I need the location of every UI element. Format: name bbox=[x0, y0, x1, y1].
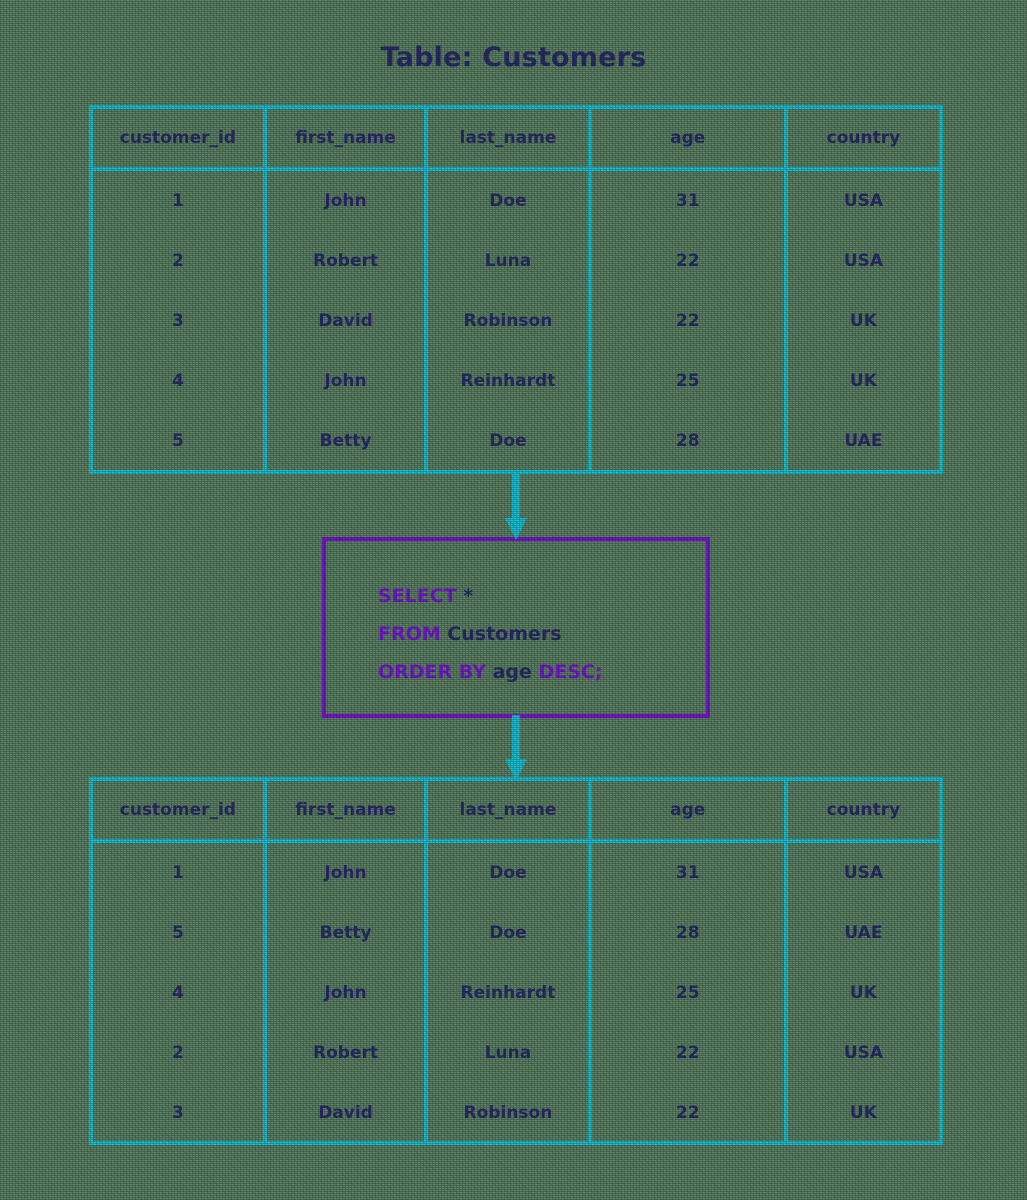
column-header-customer-id: customer_id bbox=[93, 109, 267, 171]
table-row: 4 John Reinhardt 25 UK bbox=[93, 963, 939, 1023]
cell-customer-id: 5 bbox=[93, 411, 267, 471]
sql-identifier-column: age bbox=[492, 661, 532, 683]
cell-first-name: John bbox=[264, 841, 429, 903]
cell-first-name: John bbox=[264, 963, 429, 1023]
cell-last-name: Doe bbox=[426, 903, 592, 963]
arrow-shaft bbox=[512, 715, 520, 761]
cell-customer-id: 3 bbox=[93, 1083, 267, 1143]
table-row: 5 Betty Doe 28 UAE bbox=[93, 903, 939, 963]
cell-country: UK bbox=[849, 1103, 877, 1123]
table-header-row: customer_id first_name last_name age cou… bbox=[93, 781, 939, 843]
cell-country: USA bbox=[843, 251, 884, 271]
cell-first-name: Betty bbox=[264, 903, 429, 963]
table-row: 2 Robert Luna 22 USA bbox=[93, 231, 939, 291]
cell-last-name: Doe bbox=[426, 411, 592, 471]
source-table: customer_id first_name last_name age cou… bbox=[89, 105, 943, 474]
cell-country: UK bbox=[849, 311, 877, 331]
query-line-from: FROM Customers bbox=[378, 615, 603, 653]
cell-age: 25 bbox=[589, 351, 788, 411]
cell-customer-id: 1 bbox=[93, 169, 267, 231]
column-header-last-name: last_name bbox=[426, 781, 592, 843]
down-arrow-icon bbox=[505, 472, 527, 540]
cell-age: 22 bbox=[589, 231, 788, 291]
cell-age: 22 bbox=[589, 291, 788, 351]
cell-age: 22 bbox=[589, 1023, 788, 1083]
table-header-row: customer_id first_name last_name age cou… bbox=[93, 109, 939, 171]
cell-first-name: David bbox=[264, 1083, 429, 1143]
cell-customer-id: 1 bbox=[93, 841, 267, 903]
cell-first-name: John bbox=[264, 169, 429, 231]
cell-first-name: Robert bbox=[264, 1023, 429, 1083]
table-row: 1 John Doe 31 USA bbox=[93, 841, 939, 903]
cell-age: 28 bbox=[589, 411, 788, 471]
cell-first-name: Robert bbox=[264, 231, 429, 291]
cell-country: USA bbox=[843, 863, 884, 883]
cell-last-name: Luna bbox=[426, 1023, 592, 1083]
cell-country: USA bbox=[843, 1043, 884, 1063]
cell-country: UAE bbox=[844, 923, 883, 943]
table-row: 2 Robert Luna 22 USA bbox=[93, 1023, 939, 1083]
arrow-head bbox=[505, 518, 527, 540]
cell-country: UAE bbox=[844, 431, 883, 451]
cell-customer-id: 2 bbox=[93, 1023, 267, 1083]
cell-customer-id: 4 bbox=[93, 963, 267, 1023]
source-table-grid: customer_id first_name last_name age cou… bbox=[93, 109, 939, 471]
cell-country: UK bbox=[849, 983, 877, 1003]
cell-customer-id: 5 bbox=[93, 903, 267, 963]
cell-age: 31 bbox=[589, 169, 788, 231]
cell-last-name: Robinson bbox=[426, 1083, 592, 1143]
cell-country: UK bbox=[849, 371, 877, 391]
column-header-first-name: first_name bbox=[264, 781, 429, 843]
cell-last-name: Robinson bbox=[426, 291, 592, 351]
cell-customer-id: 2 bbox=[93, 231, 267, 291]
cell-last-name: Reinhardt bbox=[426, 351, 592, 411]
column-header-customer-id: customer_id bbox=[93, 781, 267, 843]
column-header-first-name: first_name bbox=[264, 109, 429, 171]
cell-last-name: Doe bbox=[426, 169, 592, 231]
cell-first-name: David bbox=[264, 291, 429, 351]
query-line-select: SELECT * bbox=[378, 577, 603, 615]
cell-last-name: Luna bbox=[426, 231, 592, 291]
cell-country: USA bbox=[843, 191, 884, 211]
cell-age: 25 bbox=[589, 963, 788, 1023]
sql-keyword-select: SELECT bbox=[378, 585, 457, 607]
cell-first-name: John bbox=[264, 351, 429, 411]
sql-keyword-order-by: ORDER BY bbox=[378, 661, 486, 683]
table-row: 5 Betty Doe 28 UAE bbox=[93, 411, 939, 471]
column-header-country: country bbox=[785, 109, 939, 171]
table-row: 3 David Robinson 22 UK bbox=[93, 1083, 939, 1143]
arrow-head bbox=[505, 759, 527, 781]
query-line-order-by: ORDER BY age DESC; bbox=[378, 653, 603, 691]
cell-age: 31 bbox=[589, 841, 788, 903]
down-arrow-icon bbox=[505, 715, 527, 781]
cell-age: 28 bbox=[589, 903, 788, 963]
cell-customer-id: 3 bbox=[93, 291, 267, 351]
arrow-shaft bbox=[512, 472, 520, 520]
sql-keyword-desc: DESC; bbox=[538, 661, 603, 683]
sql-keyword-from: FROM bbox=[378, 623, 441, 645]
sql-identifier-star: * bbox=[463, 585, 474, 607]
table-row: 4 John Reinhardt 25 UK bbox=[93, 351, 939, 411]
cell-last-name: Doe bbox=[426, 841, 592, 903]
cell-first-name: Betty bbox=[264, 411, 429, 471]
result-table: customer_id first_name last_name age cou… bbox=[89, 777, 943, 1145]
sql-query-box: SELECT * FROM Customers ORDER BY age DES… bbox=[322, 537, 710, 718]
table-row: 1 John Doe 31 USA bbox=[93, 169, 939, 231]
sql-query-text: SELECT * FROM Customers ORDER BY age DES… bbox=[378, 577, 603, 691]
cell-customer-id: 4 bbox=[93, 351, 267, 411]
column-header-last-name: last_name bbox=[426, 109, 592, 171]
sql-identifier-table: Customers bbox=[447, 623, 562, 645]
cell-last-name: Reinhardt bbox=[426, 963, 592, 1023]
column-header-age: age bbox=[589, 781, 788, 843]
cell-age: 22 bbox=[589, 1083, 788, 1143]
table-row: 3 David Robinson 22 UK bbox=[93, 291, 939, 351]
page-title: Table: Customers bbox=[380, 42, 647, 73]
column-header-country: country bbox=[785, 781, 939, 843]
column-header-age: age bbox=[589, 109, 788, 171]
result-table-grid: customer_id first_name last_name age cou… bbox=[93, 781, 939, 1143]
